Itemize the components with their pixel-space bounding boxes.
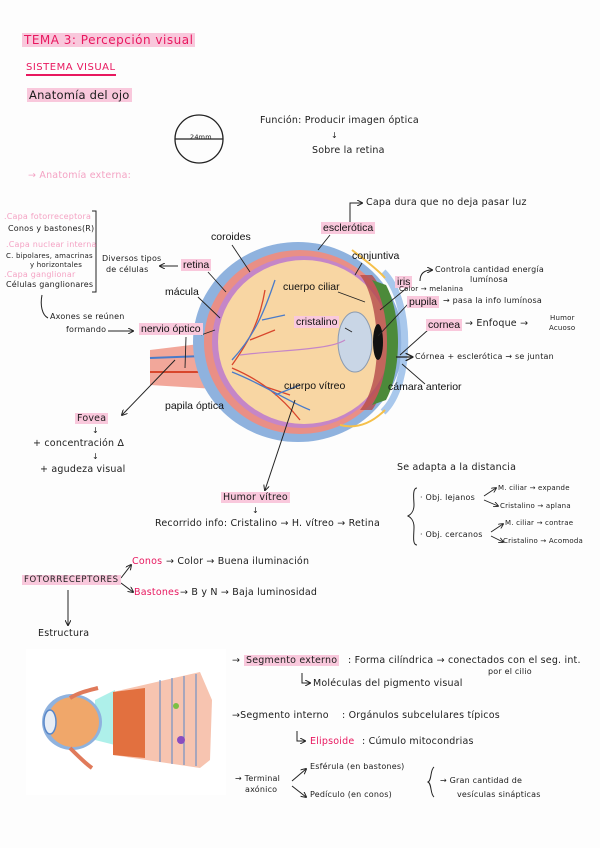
- bracket-note: Diversos tipos: [102, 254, 162, 263]
- iris-note: lumínosa: [470, 275, 508, 284]
- bracket-note: de células: [106, 265, 149, 274]
- bastones-desc: → B y N → Baja luminosidad: [180, 587, 318, 598]
- accommodation-title: Se adapta a la distancia: [397, 462, 517, 473]
- fovea-line2: + agudeza visual: [40, 464, 126, 475]
- near-ciliar: M. ciliar → contrae: [505, 519, 574, 527]
- label-papila-optica: papila óptica: [165, 400, 224, 412]
- elipsoide-label: Elipsoide: [310, 736, 355, 747]
- humor-vitreo-arrow: ↓: [252, 506, 259, 515]
- subsection-heading: Anatomía del ojo: [27, 88, 132, 102]
- layer-name: .Capa ganglionar: [4, 270, 76, 279]
- terminal-result: vesículas sinápticas: [457, 790, 541, 799]
- eye-diameter-label: 24mm: [190, 133, 212, 141]
- label-conjuntiva: conjuntiva: [352, 250, 400, 262]
- structure-label: Estructura: [38, 628, 90, 639]
- label-esclerotica: esclerótica: [321, 222, 376, 234]
- near-objects-label: · Obj. cercanos: [420, 530, 483, 539]
- axon-note: formando: [66, 325, 107, 334]
- cornea-note: → Enfoque →: [465, 318, 529, 329]
- union-note: Córnea + esclerótica → se juntan: [415, 352, 554, 361]
- conos-label: Conos: [132, 556, 163, 567]
- page-title: TEMA 3: Percepción visual: [22, 33, 196, 47]
- cornea-humor: Humor: [550, 314, 575, 322]
- fovea-arrow-2: ↓: [92, 452, 99, 461]
- fovea-label: Fovea: [75, 413, 109, 424]
- bastones-label: Bastones: [134, 587, 180, 598]
- outer-segment-desc: : Forma cilíndrica → conectados con el s…: [348, 655, 581, 666]
- section-heading: SISTEMA VISUAL: [26, 62, 116, 76]
- layers-bracket: [92, 210, 97, 293]
- iris-color-note: Color → melanina: [399, 285, 464, 293]
- layer-desc: Células ganglionares: [6, 280, 94, 289]
- layer-desc: Conos y bastones(R): [8, 224, 95, 233]
- fovea-line1: + concentración ∆: [33, 438, 125, 449]
- humor-vitreo-label: Humor vítreo: [221, 492, 290, 503]
- label-cristalino: cristalino: [294, 316, 340, 328]
- eye-size-circle: [174, 114, 224, 164]
- terminal-result: → Gran cantidad de: [440, 776, 523, 785]
- cornea-humor: Acuoso: [549, 324, 576, 332]
- terminal-pediculo: Pedículo (en conos): [310, 790, 392, 799]
- label-camara-anterior: cámara anterior: [388, 381, 462, 393]
- pupila-note: → pasa la info lumínosa: [443, 296, 542, 305]
- iris-note: Controla cantidad energía: [435, 265, 544, 274]
- layer-name: .Capa fotorreceptora: [4, 212, 92, 221]
- inner-segment-desc: : Orgánulos subcelulares típicos: [342, 710, 500, 721]
- function-note-arrow: ↓: [331, 131, 338, 140]
- label-coroides: coroides: [211, 231, 251, 243]
- label-iris: iris: [395, 276, 413, 288]
- outer-segment-label: Segmento externo: [244, 655, 340, 666]
- label-cornea: cornea: [426, 319, 463, 331]
- photoreceptors-label: FOTORRECEPTORES: [22, 575, 121, 585]
- layer-desc: C. bipolares, amacrinas: [6, 252, 93, 260]
- label-nervio-optico: nervio óptico: [139, 323, 203, 335]
- elipsoide-desc: : Cúmulo mitocondrias: [362, 736, 474, 747]
- function-note-line2: Sobre la retina: [312, 145, 385, 156]
- inner-segment-label: →Segmento interno: [232, 710, 329, 721]
- conos-desc: → Color → Buena iluminación: [166, 556, 310, 567]
- label-cuerpo-ciliar: cuerpo ciliar: [283, 281, 340, 293]
- label-cuerpo-vitreo: cuerpo vítreo: [284, 380, 346, 392]
- fovea-arrow: ↓: [92, 426, 99, 435]
- outer-segment-arrow: →: [232, 655, 241, 666]
- layer-desc: y horizontales: [30, 261, 83, 269]
- terminal-label: → Terminal: [235, 774, 281, 783]
- outer-segment-desc2: por el cilio: [488, 667, 532, 676]
- label-retina: retina: [181, 259, 212, 271]
- esclerotica-note: Capa dura que no deja pasar luz: [366, 197, 527, 208]
- external-anatomy-heading: → Anatomía externa:: [28, 170, 132, 181]
- near-cristalino: Cristalino → Acomoda: [503, 537, 583, 545]
- label-pupila: pupila: [407, 296, 440, 308]
- outer-segment-sub: Moléculas del pigmento visual: [313, 678, 463, 689]
- far-cristalino: Cristalino → aplana: [500, 502, 571, 510]
- function-note-line1: Función: Producir imagen óptica: [260, 115, 419, 126]
- label-macula: mácula: [165, 286, 199, 298]
- axon-note: Axones se reúnen: [50, 312, 125, 321]
- layer-name: .Capa nuclear interna: [6, 240, 97, 249]
- retina-structure-illustration: [26, 649, 226, 795]
- info-path: Recorrido info: Cristalino → H. vítreo →…: [155, 518, 381, 529]
- eye-cross-section-illustration: [149, 242, 409, 442]
- far-objects-label: · Obj. lejanos: [420, 493, 475, 502]
- far-ciliar: M. ciliar → expande: [498, 484, 570, 492]
- terminal-label: axónico: [245, 785, 278, 794]
- terminal-esferula: Esférula (en bastones): [310, 762, 405, 771]
